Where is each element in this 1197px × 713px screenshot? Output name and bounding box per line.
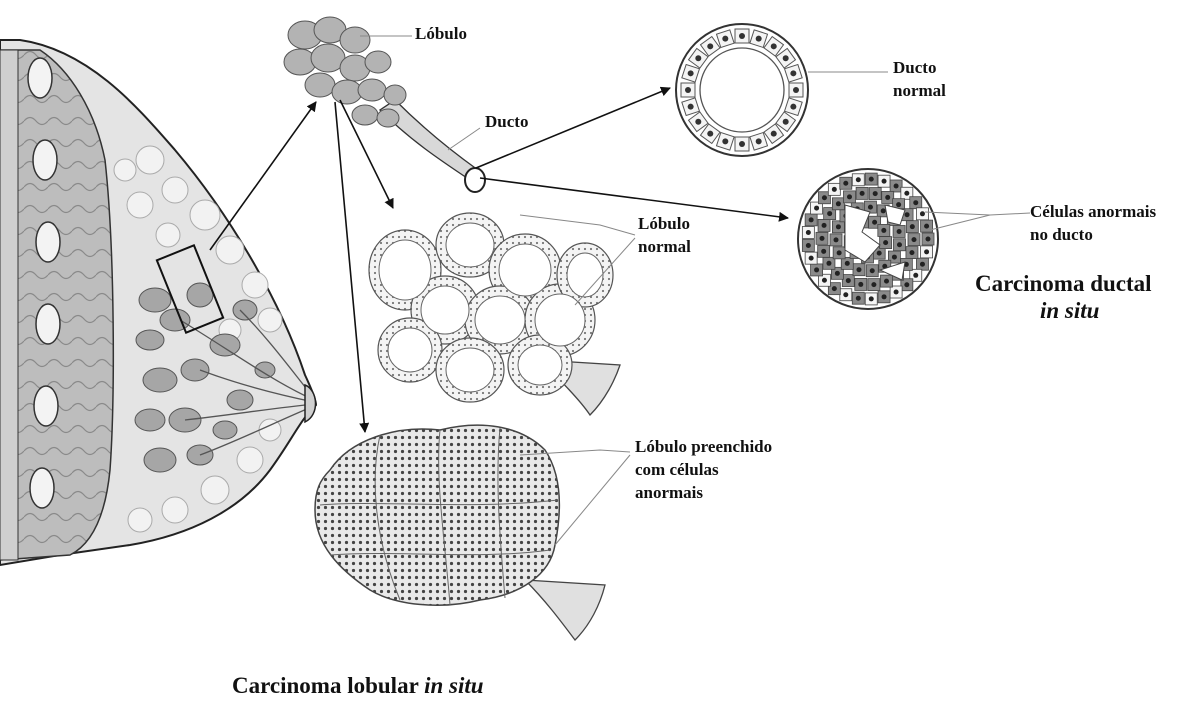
- label-ducto: Ducto: [485, 110, 528, 133]
- abnormal-duct-cross-section: [798, 169, 938, 309]
- label-ducto-normal-line1: Ducto: [893, 56, 936, 79]
- caption-ductal-in-situ: in situ: [1040, 297, 1099, 324]
- duct-opening: [465, 168, 485, 192]
- caption-carcinoma-ductal: Carcinoma ductal: [975, 270, 1152, 297]
- label-lobulo-preenchido-line3: anormais: [635, 481, 703, 504]
- label-celulas-anormais-line2: no ducto: [1030, 223, 1093, 246]
- normal-duct-cross-section: [676, 24, 808, 156]
- breast-cross-section: [0, 40, 316, 565]
- caption-lobular-in-situ: in situ: [424, 673, 483, 698]
- label-lobulo: Lóbulo: [415, 22, 467, 45]
- label-celulas-anormais-line1: Células anormais: [1030, 200, 1156, 223]
- caption-lobular-main: Carcinoma lobular: [232, 673, 424, 698]
- filled-lobule: [315, 425, 605, 640]
- label-lobulo-normal-line1: Lóbulo: [638, 212, 690, 235]
- label-lobulo-preenchido-line1: Lóbulo preenchido: [635, 435, 772, 458]
- label-ducto-normal-line2: normal: [893, 79, 946, 102]
- normal-lobule: [369, 213, 620, 415]
- caption-carcinoma-lobular: Carcinoma lobular in situ: [232, 672, 484, 699]
- nipple: [305, 385, 316, 422]
- label-lobulo-preenchido-line2: com células: [635, 458, 719, 481]
- label-lobulo-normal-line2: normal: [638, 235, 691, 258]
